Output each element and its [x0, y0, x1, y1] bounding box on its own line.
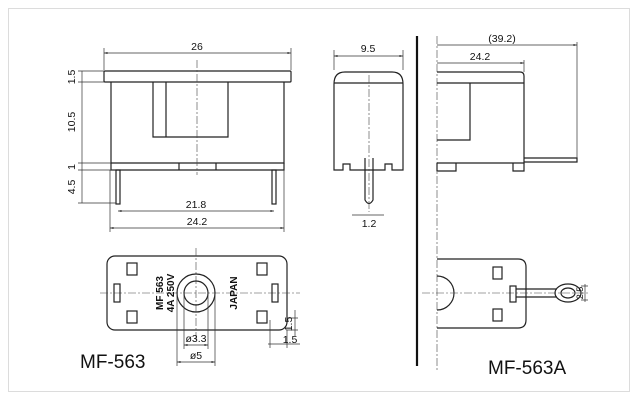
marking-rating: 4A 250V — [166, 273, 177, 312]
side-view: 9.5 1.2 — [333, 43, 404, 230]
model-label-mf563: MF-563 — [80, 352, 145, 373]
dim-gap-height: 1 — [66, 164, 78, 170]
dim-cap-height: 1.5 — [66, 70, 78, 85]
dim-pin-thickness: 1.2 — [362, 218, 377, 230]
right-view: (39.2) 24.2 — [436, 33, 578, 370]
dim-depth: 9.5 — [361, 43, 376, 55]
marking-model: MF 563 — [155, 276, 166, 310]
dim-hole-inner: ø3.3 — [185, 333, 206, 345]
model-label-mf563a: MF-563A — [488, 358, 566, 379]
dim-overall-length: (39.2) — [488, 33, 515, 45]
drawing-frame — [8, 8, 630, 392]
bottom-view: MF 563 4A 250V JAPAN ø3.3 ø5 1.5 1.5 — [100, 248, 300, 366]
dim-offset-horizontal: 1.5 — [283, 334, 298, 346]
dim-ring-diameter: 2.5 — [575, 287, 585, 300]
marking-origin: JAPAN — [229, 276, 240, 309]
dim-offset-vertical: 1.5 — [283, 317, 295, 332]
dim-body-height: 10.5 — [66, 112, 78, 133]
dim-pin-pitch: 21.8 — [186, 199, 207, 211]
dim-width-26: 26 — [191, 41, 203, 53]
dim-pin-height: 4.5 — [66, 180, 78, 195]
front-view: 26 1.5 10.5 1 4.5 21.8 24.2 — [66, 41, 292, 232]
dim-body-length: 24.2 — [470, 51, 491, 63]
dim-hole-outer: ø5 — [190, 350, 202, 362]
bottom-view-a: 2.5 — [422, 258, 590, 329]
dim-base-width: 24.2 — [187, 216, 208, 228]
